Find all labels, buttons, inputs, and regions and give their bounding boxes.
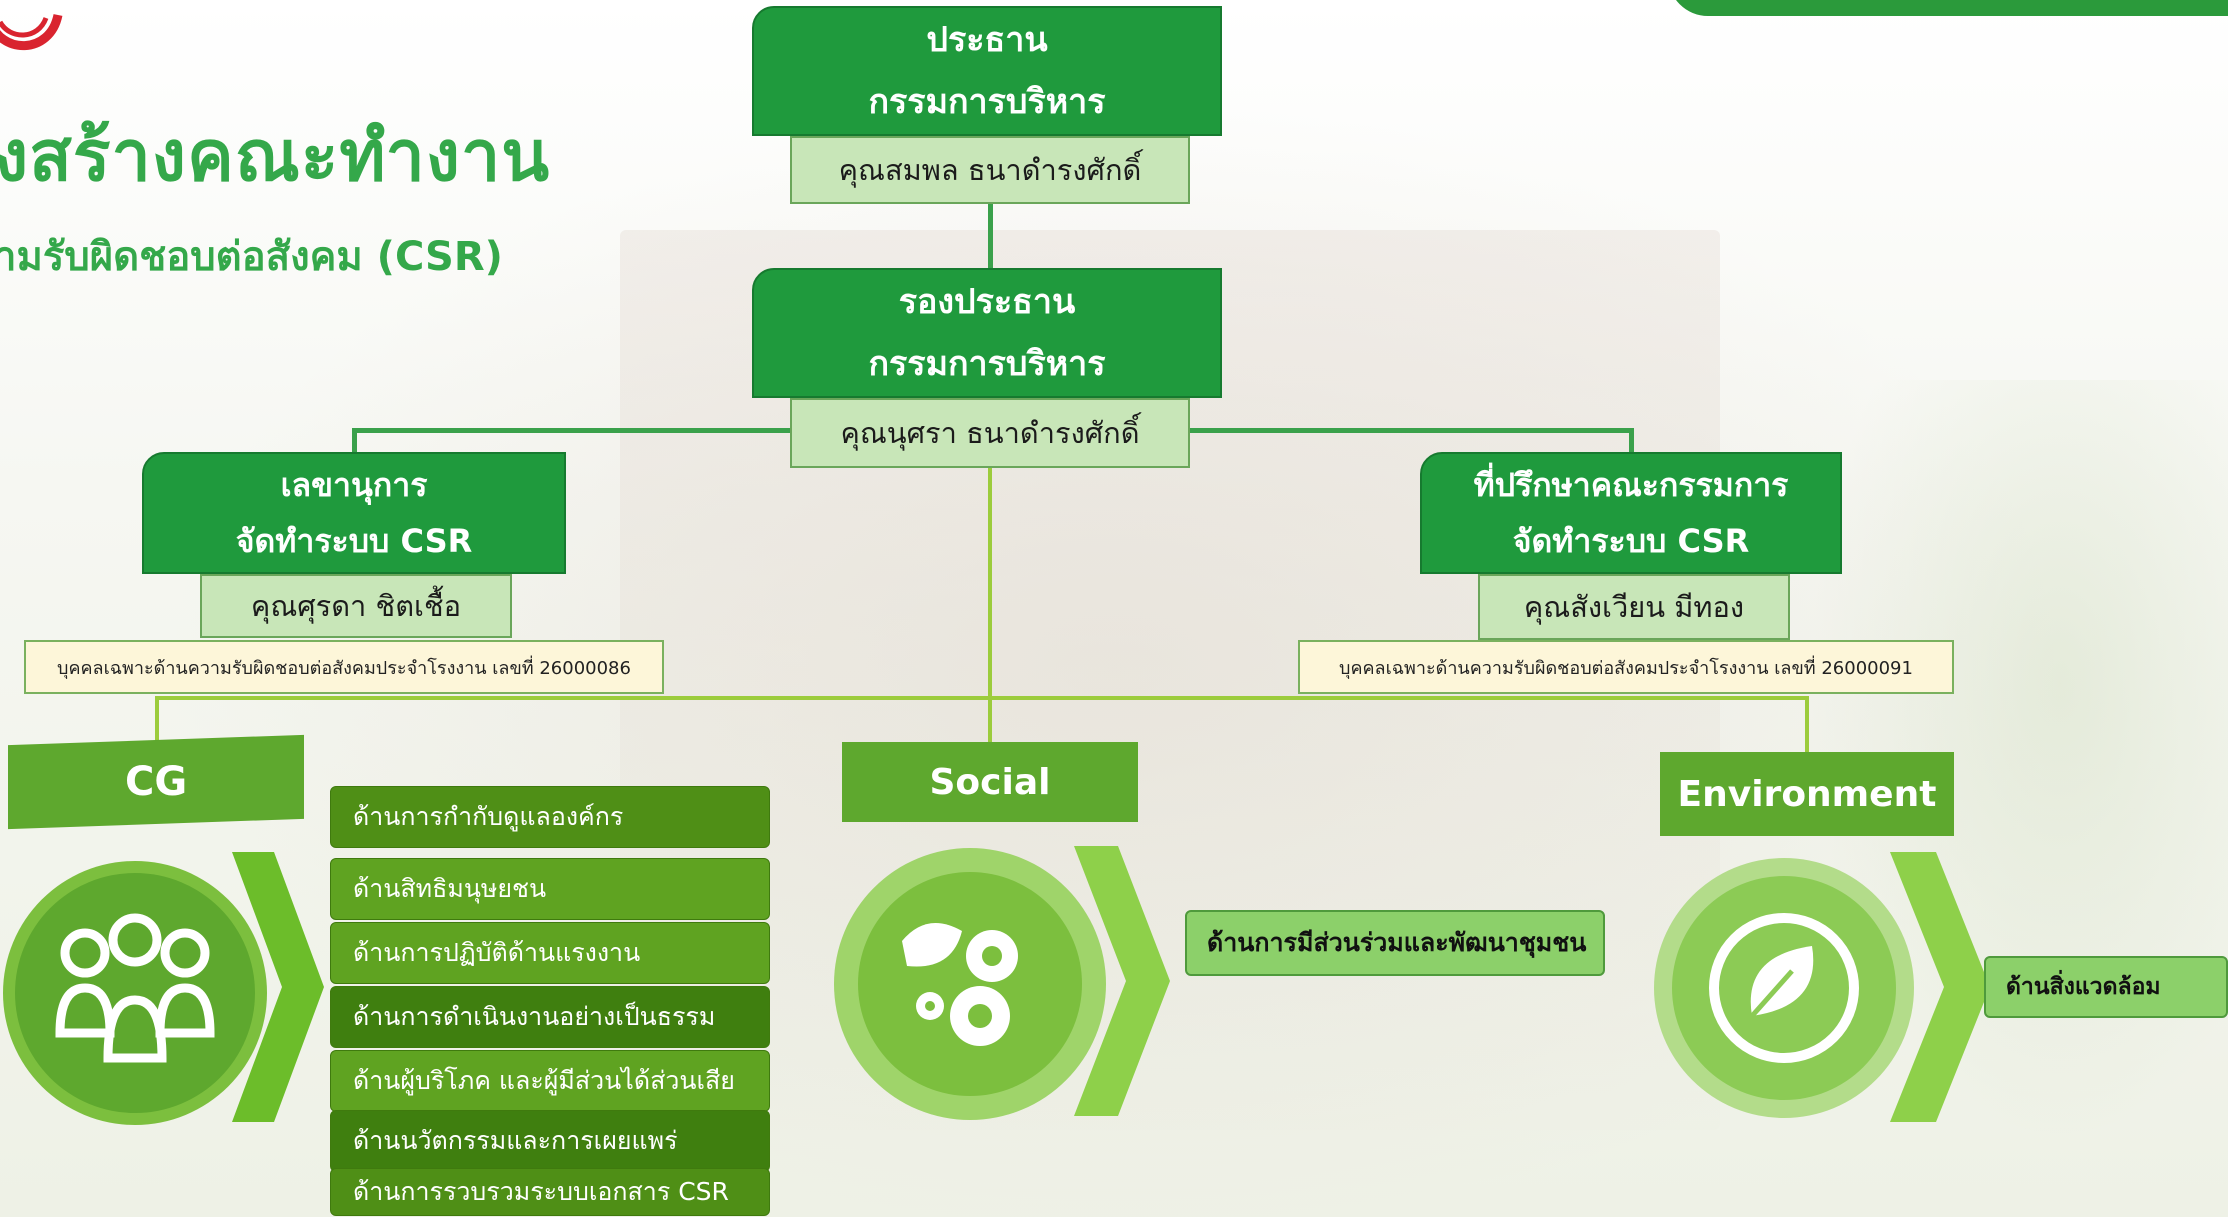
advisor-title-line1: ที่ปรึกษาคณะกรรมการ [1473,466,1789,504]
company-logo [0,13,63,51]
category-cg-label: CG [8,734,304,830]
secretary-cert-box: บุคคลเฉพาะด้านความรับผิดชอบต่อสังคมประจำ… [24,640,664,694]
connector-category-bar [155,696,1809,700]
social-item: ด้านการมีส่วนร่วมและพัฒนาชุมชน [1185,910,1605,976]
chairman-name: คุณสมพล ธนาดำรงศักดิ์ [838,153,1142,187]
top-right-tab [1668,0,2228,16]
vice-chairman-title-box: รองประธาน กรรมการบริหาร [752,268,1222,398]
advisor-name-box: คุณสังเวียน มีทอง [1478,574,1790,640]
environment-chevron-arrow [1890,852,1990,1122]
secretary-title-line1: เลขานุการ [280,466,428,504]
secretary-title-box: เลขานุการ จัดทำระบบ CSR [142,452,566,574]
secretary-cert: บุคคลเฉพาะด้านความรับผิดชอบต่อสังคมประจำ… [57,657,631,679]
connector-chairman-vice [988,202,993,268]
cg-item: ด้านการดำเนินงานอย่างเป็นธรรม [330,986,770,1048]
cg-item: ด้านการกำกับดูแลองค์กร [330,786,770,848]
connector-social-drop [988,696,992,752]
connector-vice-down [988,468,992,698]
secretary-name: คุณศุรดา ชิตเชื้อ [250,589,462,623]
environment-item: ด้านสิ่งแวดล้อม [1984,956,2228,1018]
category-social-label: Social [842,742,1138,822]
vice-chairman-title-line2: กรรมการบริหาร [868,344,1106,384]
people-group-icon [3,861,267,1125]
advisor-title-line2: จัดทำระบบ CSR [1512,522,1750,560]
advisor-name: คุณสังเวียน มีทอง [1523,590,1745,624]
vice-chairman-name-box: คุณนุศรา ธนาดำรงศักดิ์ [790,398,1190,468]
cg-item: ด้านนวัตกรรมและการเผยแพร่ [330,1110,770,1172]
secretary-name-box: คุณศุรดา ชิตเชื้อ [200,574,512,638]
cg-item: ด้านผู้บริโภค และผู้มีส่วนได้ส่วนเสีย [330,1050,770,1112]
cg-item: ด้านการรวบรวมระบบเอกสาร CSR [330,1168,770,1216]
leaf-gears-icon [834,848,1106,1120]
vice-chairman-name: คุณนุศรา ธนาดำรงศักดิ์ [840,416,1140,450]
connector-environment-drop [1805,696,1809,760]
connector-cg-drop [155,696,159,752]
vice-chairman-title-line1: รองประธาน [898,282,1076,322]
cg-chevron-arrow [232,852,324,1122]
page-subtitle: ามรับผิดชอบต่อสังคม (CSR) [0,234,503,280]
social-chevron-arrow [1074,846,1170,1116]
connector-secretary-drop [352,428,357,452]
category-environment-label: Environment [1660,752,1954,836]
chairman-title-line2: กรรมการบริหาร [868,82,1106,122]
chairman-title-line1: ประธาน [926,20,1048,60]
page-title: งสร้างคณะทำงาน [0,115,551,197]
advisor-cert: บุคคลเฉพาะด้านความรับผิดชอบต่อสังคมประจำ… [1339,657,1913,679]
secretary-title-line2: จัดทำระบบ CSR [235,522,473,560]
cg-item: ด้านการปฏิบัติด้านแรงงาน [330,922,770,984]
connector-advisor-drop [1629,428,1634,452]
chairman-title-box: ประธาน กรรมการบริหาร [752,6,1222,136]
cg-item: ด้านสิทธิมนุษยชน [330,858,770,920]
advisor-title-box: ที่ปรึกษาคณะกรรมการ จัดทำระบบ CSR [1420,452,1842,574]
advisor-cert-box: บุคคลเฉพาะด้านความรับผิดชอบต่อสังคมประจำ… [1298,640,1954,694]
chairman-name-box: คุณสมพล ธนาดำรงศักดิ์ [790,136,1190,204]
globe-leaf-icon [1654,858,1914,1118]
